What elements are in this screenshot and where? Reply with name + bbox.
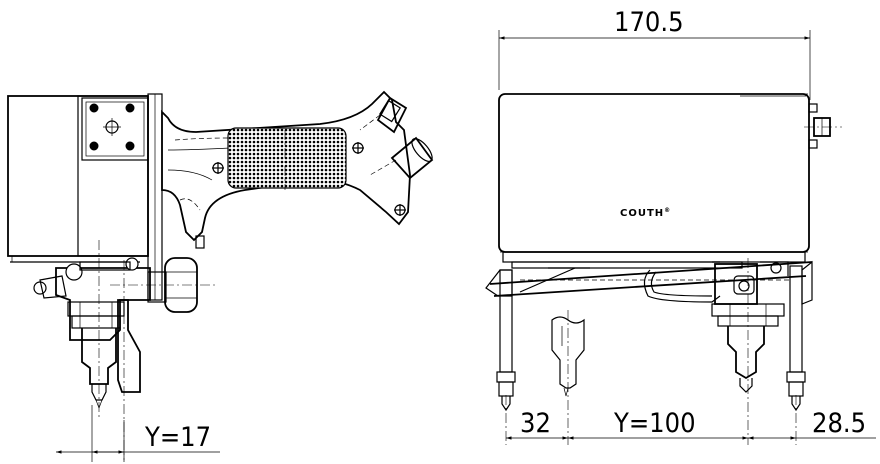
- mounting-bolts: [89, 103, 135, 151]
- dimension-side-offset: Y=17: [56, 405, 220, 462]
- dimension-left-offset: 32: [506, 408, 568, 440]
- front-housing: [498, 93, 810, 253]
- dimension-center-spacing: Y=100: [568, 408, 748, 440]
- dimension-right-offset: 28.5: [748, 408, 876, 440]
- right-leg: [786, 260, 813, 412]
- left-leg: [496, 269, 516, 412]
- ghost-nozzle: [551, 316, 585, 397]
- side-view: [7, 90, 434, 460]
- side-connector: [804, 103, 842, 149]
- front-view: 170.5 COUTH®: [485, 7, 842, 445]
- dimension-total-width: 170.5: [498, 7, 811, 100]
- brand-logo: COUTH®: [620, 207, 671, 219]
- grip-mesh: [227, 127, 347, 189]
- dim-side-offset-label: Y=17: [144, 422, 211, 453]
- dim-right-offset-label: 28.5: [812, 408, 866, 439]
- dim-total-width-label: 170.5: [614, 7, 684, 38]
- dim-left-offset-label: 32: [520, 408, 551, 439]
- dim-center-spacing-label: Y=100: [613, 408, 696, 439]
- cable-connectors: [359, 96, 434, 180]
- handle-grip: [161, 90, 411, 242]
